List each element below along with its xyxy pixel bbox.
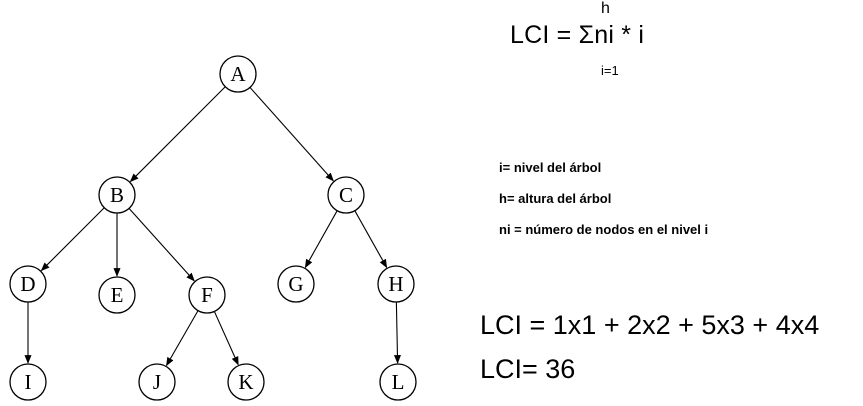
tree-node-e: E bbox=[98, 276, 136, 314]
tree-node-circle bbox=[98, 276, 136, 314]
tree-node-circle bbox=[9, 363, 47, 401]
tree-node-g: G bbox=[277, 265, 315, 303]
legend-item-i: i= nivel del árbol bbox=[499, 160, 602, 175]
tree-node-label: F bbox=[201, 283, 213, 307]
tree-node-label: L bbox=[392, 370, 405, 394]
legend-item-h: h= altura del árbol bbox=[499, 191, 612, 206]
tree-node-label: A bbox=[230, 62, 246, 86]
tree-node-l: L bbox=[379, 363, 417, 401]
tree-node-circle bbox=[138, 363, 176, 401]
tree-node-j: J bbox=[138, 363, 176, 401]
tree-node-label: B bbox=[110, 183, 124, 207]
variable-legend: i= nivel del árbol h= altura del árbol n… bbox=[499, 152, 708, 245]
tree-node-b: B bbox=[98, 176, 136, 214]
tree-node-label: I bbox=[25, 370, 32, 394]
formula-expression: LCI = Σni * i bbox=[510, 21, 645, 49]
tree-node-label: E bbox=[111, 283, 124, 307]
tree-node-c: C bbox=[327, 176, 365, 214]
tree-node-circle bbox=[277, 265, 315, 303]
formula-upper-limit: h bbox=[601, 0, 610, 17]
edge-b-f bbox=[128, 208, 195, 282]
tree-node-label: C bbox=[339, 183, 353, 207]
tree-node-circle bbox=[327, 176, 365, 214]
tree-node-label: H bbox=[388, 272, 403, 296]
legend-item-ni: ni = número de nodos en el nivel i bbox=[499, 222, 709, 237]
formula-lower-limit: i=1 bbox=[601, 63, 619, 78]
tree-node-circle bbox=[98, 176, 136, 214]
edge-f-k bbox=[213, 311, 239, 366]
edge-a-c bbox=[249, 87, 334, 182]
tree-node-i: I bbox=[9, 363, 47, 401]
edge-b-d bbox=[40, 207, 105, 272]
edge-f-j bbox=[165, 310, 199, 367]
tree-node-label: K bbox=[238, 370, 253, 394]
lci-calculation: LCI = 1x1 + 2x2 + 5x3 + 4x4 LCI= 36 bbox=[480, 301, 819, 389]
tree-node-circle bbox=[219, 55, 257, 93]
tree-node-label: D bbox=[20, 272, 35, 296]
calculation-result: LCI= 36 bbox=[480, 354, 576, 384]
tree-node-label: J bbox=[153, 370, 161, 394]
edge-a-b bbox=[129, 86, 226, 183]
tree-node-a: A bbox=[219, 55, 257, 93]
calculation-line-1: LCI = 1x1 + 2x2 + 5x3 + 4x4 bbox=[480, 310, 820, 340]
tree-node-label: G bbox=[288, 272, 303, 296]
tree-node-circle bbox=[188, 276, 226, 314]
tree-diagram: A B C D E F G H I J K L bbox=[9, 55, 417, 401]
tree-node-circle bbox=[377, 265, 415, 303]
tree-node-f: F bbox=[188, 276, 226, 314]
tree-node-k: K bbox=[227, 363, 265, 401]
edge-c-h bbox=[354, 210, 388, 269]
tree-node-circle bbox=[227, 363, 265, 401]
edge-c-g bbox=[304, 210, 338, 269]
tree-node-circle bbox=[379, 363, 417, 401]
edge-h-l bbox=[393, 301, 401, 364]
tree-node-circle bbox=[9, 265, 47, 303]
tree-node-d: D bbox=[9, 265, 47, 303]
tree-node-h: H bbox=[377, 265, 415, 303]
